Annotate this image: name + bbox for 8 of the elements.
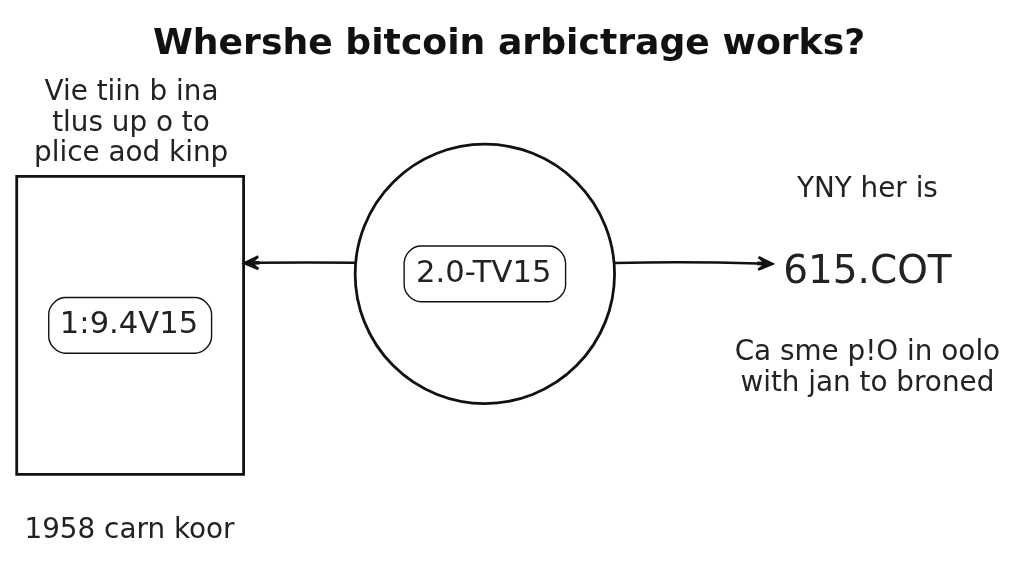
node-text: 615.COT xyxy=(783,246,952,292)
diagram-title: Whershe bitcoin arbictrage works? xyxy=(152,19,866,63)
node-text: 1:9.4V15 xyxy=(59,304,199,340)
node-label: YNY her is xyxy=(796,170,938,204)
node-label: Ca sme p!O in oolo with jan to broned xyxy=(734,333,1001,398)
node-text: 2.0-TV15 xyxy=(415,253,552,289)
node-label: Vie tiin b ina tlus up o to plice aod kinp xyxy=(34,73,229,168)
node-label: 1958 carn koor xyxy=(24,511,235,545)
